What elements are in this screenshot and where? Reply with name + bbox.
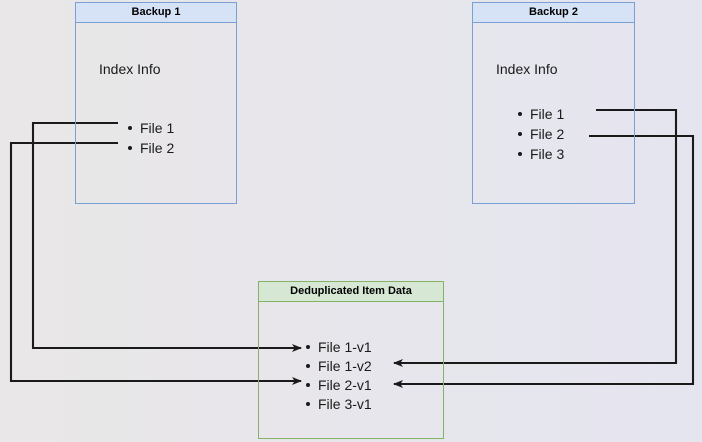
node-backup-2[interactable]: Backup 2 Index Info File 1 File 2 File 3 (472, 2, 635, 204)
list-item[interactable]: File 1-v2 (304, 357, 372, 376)
node-backup-1-body: Index Info File 1 File 2 (76, 23, 236, 203)
node-backup-2-body: Index Info File 1 File 2 File 3 (473, 23, 634, 203)
node-deduplicated-item-data-title: Deduplicated Item Data (259, 282, 443, 302)
node-deduplicated-item-data[interactable]: Deduplicated Item Data File 1-v1 File 1-… (258, 281, 444, 439)
list-item[interactable]: File 2 (516, 124, 564, 144)
node-backup-1-file-list: File 1 File 2 (126, 118, 174, 158)
node-backup-2-file-list: File 1 File 2 File 3 (516, 104, 564, 164)
list-item[interactable]: File 1 (516, 104, 564, 124)
node-backup-2-title: Backup 2 (473, 3, 634, 23)
list-item[interactable]: File 3-v1 (304, 395, 372, 414)
node-deduplicated-file-list: File 1-v1 File 1-v2 File 2-v1 File 3-v1 (304, 338, 372, 414)
node-backup-1[interactable]: Backup 1 Index Info File 1 File 2 (75, 2, 237, 204)
node-backup-1-subtitle: Index Info (99, 61, 161, 77)
node-backup-1-title: Backup 1 (76, 3, 236, 23)
node-backup-2-subtitle: Index Info (496, 61, 558, 77)
node-deduplicated-item-data-body: File 1-v1 File 1-v2 File 2-v1 File 3-v1 (259, 302, 443, 438)
list-item[interactable]: File 3 (516, 144, 564, 164)
list-item[interactable]: File 1 (126, 118, 174, 138)
list-item[interactable]: File 2 (126, 138, 174, 158)
list-item[interactable]: File 1-v1 (304, 338, 372, 357)
list-item[interactable]: File 2-v1 (304, 376, 372, 395)
